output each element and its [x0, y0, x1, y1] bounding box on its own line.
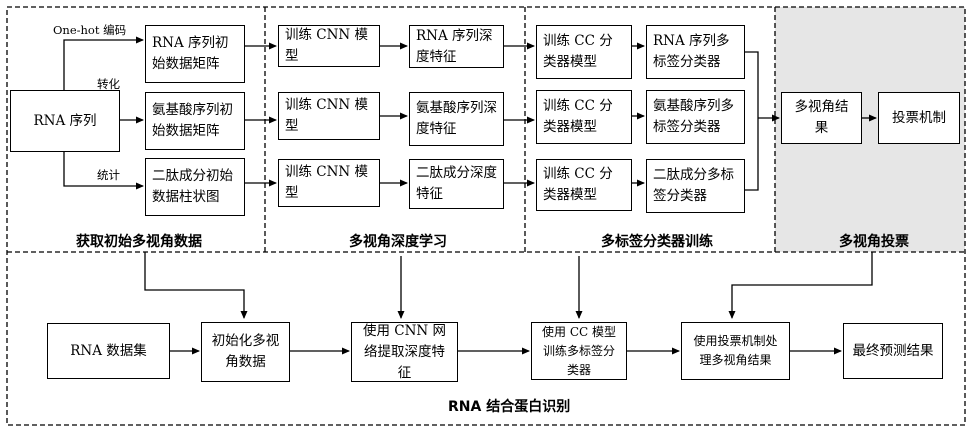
node-train-cnn-2: 训练 CNN 模型 [278, 92, 380, 140]
section-title-classifier-training: 多标签分类器训练 [601, 231, 713, 251]
node-rna-seq: RNA 序列 [10, 90, 120, 152]
node-aa-deep-feature: 氨基酸序列深度特征 [409, 92, 504, 146]
node-dipeptide-init-histogram: 二肽成分初始数据柱状图 [145, 158, 245, 216]
section-title-rbp-identification: RNA 结合蛋白识别 [448, 396, 570, 416]
label-onehot: One-hot 编码 [53, 22, 126, 38]
node-rna-deep-feature: RNA 序列深度特征 [409, 25, 504, 68]
merge-bracket [745, 52, 758, 190]
node-multiview-result: 多视角结果 [781, 92, 862, 144]
section-title-deep-learning: 多视角深度学习 [349, 231, 447, 251]
node-aa-multilabel-classifier: 氨基酸序列多标签分类器 [646, 90, 745, 144]
node-dipeptide-multilabel-classifier: 二肽成分多标签分类器 [646, 159, 745, 213]
label-stat: 统计 [97, 167, 120, 183]
arrow-s1-initmv [145, 252, 244, 318]
node-train-cc-1: 训练 CC 分类器模型 [536, 25, 632, 79]
node-voting-mechanism: 投票机制 [878, 92, 960, 144]
section-title-multiview-voting: 多视角投票 [839, 231, 909, 251]
node-aa-init-matrix: 氨基酸序列初始数据矩阵 [145, 92, 245, 150]
node-train-cnn-1: 训练 CNN 模型 [278, 25, 380, 67]
node-dipeptide-deep-feature: 二肽成分深度特征 [409, 159, 504, 209]
node-init-multiview-data: 初始化多视角数据 [201, 322, 290, 382]
node-final-prediction: 最终预测结果 [843, 323, 943, 379]
node-train-cc-2: 训练 CC 分类器模型 [536, 90, 632, 144]
node-train-cc-3: 训练 CC 分类器模型 [536, 159, 632, 211]
node-rna-multilabel-classifier: RNA 序列多标签分类器 [646, 25, 745, 79]
arrow-s4-voteproc [732, 252, 872, 318]
node-voting-process-results: 使用投票机制处理多视角结果 [681, 322, 790, 380]
node-cnn-extract-features: 使用 CNN 网络提取深度特征 [351, 322, 458, 382]
node-rna-init-matrix: RNA 序列初始数据矩阵 [145, 25, 245, 83]
section-title-initial-data: 获取初始多视角数据 [76, 231, 202, 251]
node-train-cnn-3: 训练 CNN 模型 [278, 159, 380, 207]
node-cc-train-classifier: 使用 CC 模型训练多标签分类器 [531, 322, 627, 380]
node-rna-dataset: RNA 数据集 [47, 323, 170, 379]
